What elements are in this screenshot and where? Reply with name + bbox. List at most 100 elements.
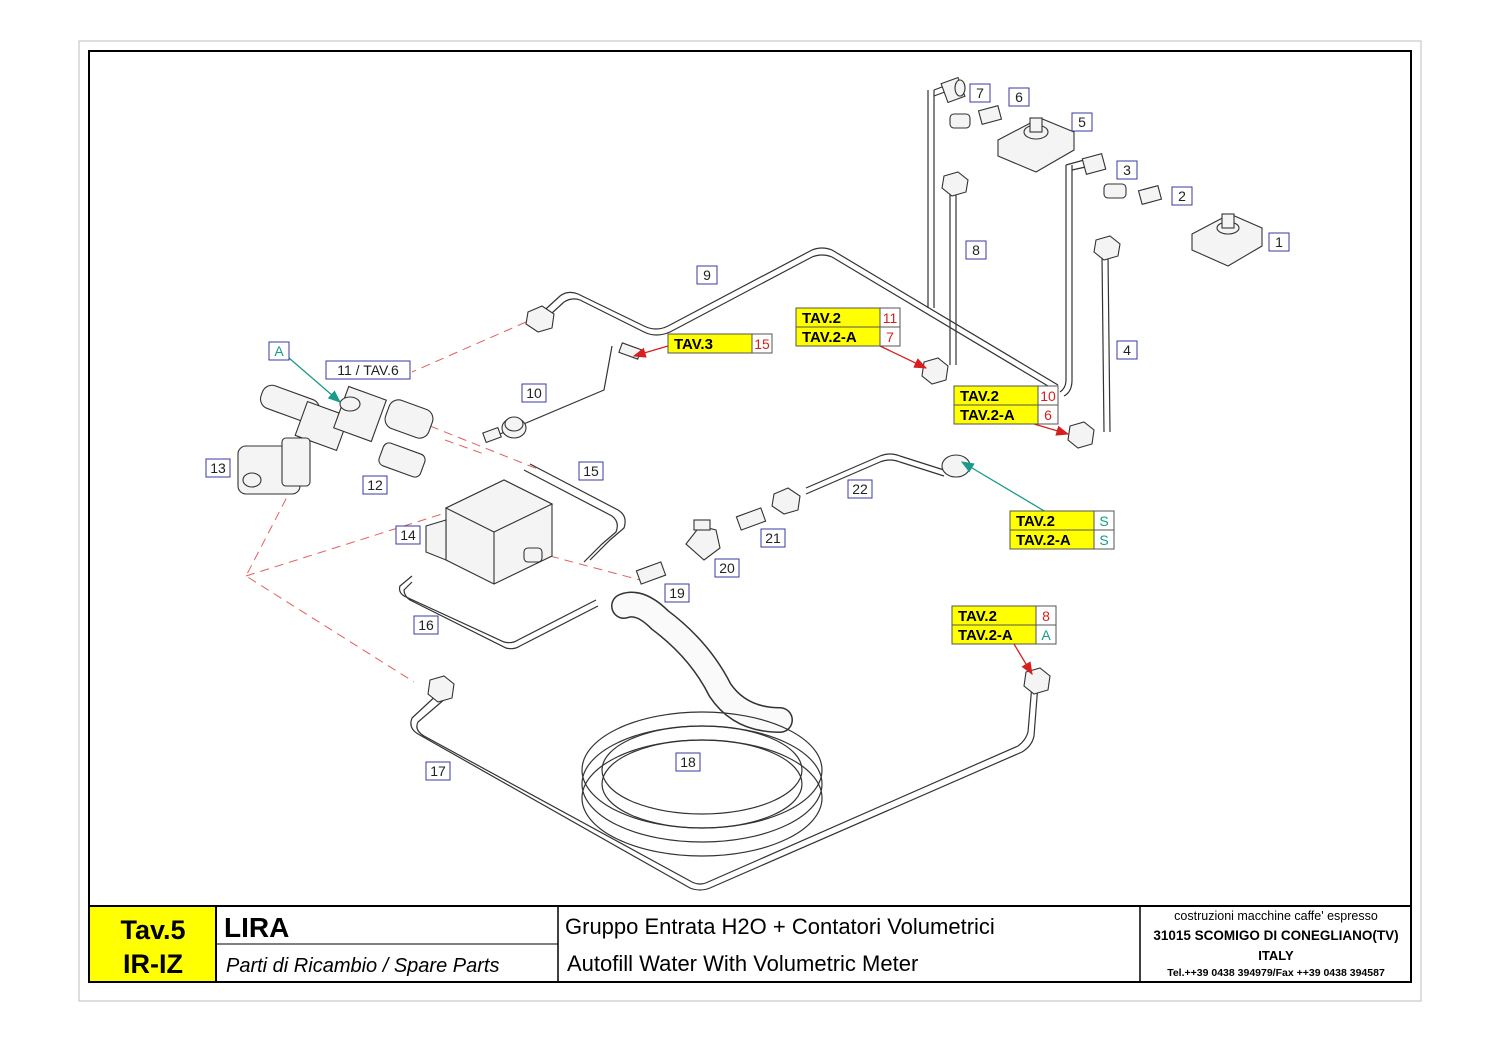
fitting-s <box>941 454 971 478</box>
part-label-13: 13 <box>205 458 231 478</box>
valve-20 <box>685 519 721 561</box>
ref-tav2a-a: TAV.2-A A <box>951 624 1057 645</box>
svg-text:19: 19 <box>669 585 685 601</box>
svg-text:1: 1 <box>1275 234 1283 250</box>
valve-12 <box>378 442 426 478</box>
fitting-3 <box>1081 153 1127 199</box>
svg-text:18: 18 <box>680 754 696 770</box>
svg-text:21: 21 <box>765 530 781 546</box>
ref-tav2-10: TAV.2 10 <box>953 385 1059 406</box>
company-line: costruzioni macchine caffe' espresso <box>1174 909 1378 923</box>
svg-text:13: 13 <box>210 460 226 476</box>
table-code-cell <box>90 907 215 981</box>
part-label-10: 10 <box>521 383 547 403</box>
svg-text:6: 6 <box>1044 407 1052 423</box>
svg-text:5: 5 <box>1078 114 1086 130</box>
flowmeter-5 <box>997 117 1075 173</box>
svg-text:22: 22 <box>852 481 868 497</box>
part-label-4: 4 <box>1116 340 1138 360</box>
svg-text:TAV.2: TAV.2 <box>1016 513 1055 530</box>
nut-17 <box>427 675 455 703</box>
svg-text:15: 15 <box>754 336 770 352</box>
group-title-it: Gruppo Entrata H2O + Contatori Volumetri… <box>565 914 995 939</box>
part-label-21: 21 <box>760 528 786 548</box>
title-block: Tav.5 IR-IZ LIRA Parti di Ricambio / Spa… <box>89 905 1411 982</box>
ref-tav3-15: TAV.3 15 <box>667 333 773 354</box>
company-address: 31015 SCOMIGO DI CONEGLIANO(TV) <box>1153 928 1398 943</box>
flowmeter-1 <box>1191 213 1263 267</box>
ref-tav2-s: TAV.2 S <box>1009 510 1115 531</box>
svg-text:16: 16 <box>418 617 434 633</box>
svg-text:TAV.2: TAV.2 <box>802 310 841 327</box>
reference-boxes: TAV.3 15 TAV.2 11 TAV.2-A 7 TAV.2 10 TAV… <box>667 307 1115 645</box>
probe-10 <box>482 416 527 444</box>
part-label-18: 18 <box>675 752 701 772</box>
ref-tav2a-6: TAV.2-A 6 <box>953 404 1059 425</box>
nut-4 <box>1093 235 1121 261</box>
fitting-19 <box>635 561 667 585</box>
svg-text:14: 14 <box>400 527 416 543</box>
svg-text:4: 4 <box>1123 342 1131 358</box>
part-label-11-tav6: 11 / TAV.6 <box>325 360 411 380</box>
company-contacts: Tel.++39 0438 394979/Fax ++39 0438 39458… <box>1167 967 1385 979</box>
ref-tav2a-s: TAV.2-A S <box>1009 529 1115 550</box>
nut-9 <box>525 305 555 333</box>
part-label-15: 15 <box>578 461 604 481</box>
svg-text:8: 8 <box>972 242 980 258</box>
dashed-leaders <box>245 321 641 683</box>
svg-text:11 / TAV.6: 11 / TAV.6 <box>337 362 399 378</box>
components <box>237 76 1263 703</box>
drawing-frame <box>88 50 1412 983</box>
part-label-19: 19 <box>664 583 690 603</box>
fitting-6 <box>949 104 1003 129</box>
svg-text:8: 8 <box>1042 608 1050 624</box>
svg-text:11: 11 <box>883 310 898 326</box>
part-label-6: 6 <box>1008 87 1030 107</box>
company-country: ITALY <box>1258 948 1294 963</box>
letter-label-a: A <box>268 341 290 361</box>
svg-text:S: S <box>1099 532 1108 548</box>
nut-8 <box>941 171 969 197</box>
reference-arrows <box>288 345 1070 676</box>
part-label-20: 20 <box>714 558 740 578</box>
svg-text:TAV.2-A: TAV.2-A <box>958 627 1013 644</box>
machine-name: LIRA <box>224 912 289 943</box>
part-label-8: 8 <box>965 240 987 260</box>
ref-tav2-8: TAV.2 8 <box>951 605 1057 626</box>
svg-text:7: 7 <box>886 329 894 345</box>
part-label-7: 7 <box>969 83 991 103</box>
nut-22 <box>771 487 801 515</box>
coil-13 <box>237 437 311 495</box>
svg-text:3: 3 <box>1123 162 1131 178</box>
part-label-1: 1 <box>1268 232 1290 252</box>
fitting-21 <box>735 507 767 531</box>
svg-text:A: A <box>1041 627 1051 643</box>
svg-text:A: A <box>274 343 284 359</box>
outer-frame <box>78 40 1422 1002</box>
part-label-14: 14 <box>395 525 421 545</box>
svg-text:S: S <box>1099 513 1108 529</box>
part-label-3: 3 <box>1116 160 1138 180</box>
nut-tav2-10 <box>1067 421 1095 449</box>
fitting-2 <box>1137 184 1163 206</box>
part-label-2: 2 <box>1171 186 1193 206</box>
svg-text:TAV.2-A: TAV.2-A <box>960 407 1015 424</box>
part-label-16: 16 <box>413 615 439 635</box>
svg-text:7: 7 <box>976 85 984 101</box>
nut-tav2-11 <box>921 357 949 385</box>
pipework <box>398 83 1111 891</box>
part-label-9: 9 <box>696 265 718 285</box>
svg-text:TAV.2: TAV.2 <box>960 388 999 405</box>
part-label-5: 5 <box>1071 112 1093 132</box>
table-code: Tav.5 <box>120 915 185 945</box>
svg-text:TAV.2-A: TAV.2-A <box>802 329 857 346</box>
svg-text:15: 15 <box>583 463 599 479</box>
part-label-12: 12 <box>362 475 388 495</box>
ref-tav2a-7: TAV.2-A 7 <box>795 326 901 347</box>
part-label-17: 17 <box>425 761 451 781</box>
part-label-22: 22 <box>847 479 873 499</box>
svg-text:10: 10 <box>1040 388 1056 404</box>
svg-text:12: 12 <box>367 477 383 493</box>
svg-text:2: 2 <box>1178 188 1186 204</box>
